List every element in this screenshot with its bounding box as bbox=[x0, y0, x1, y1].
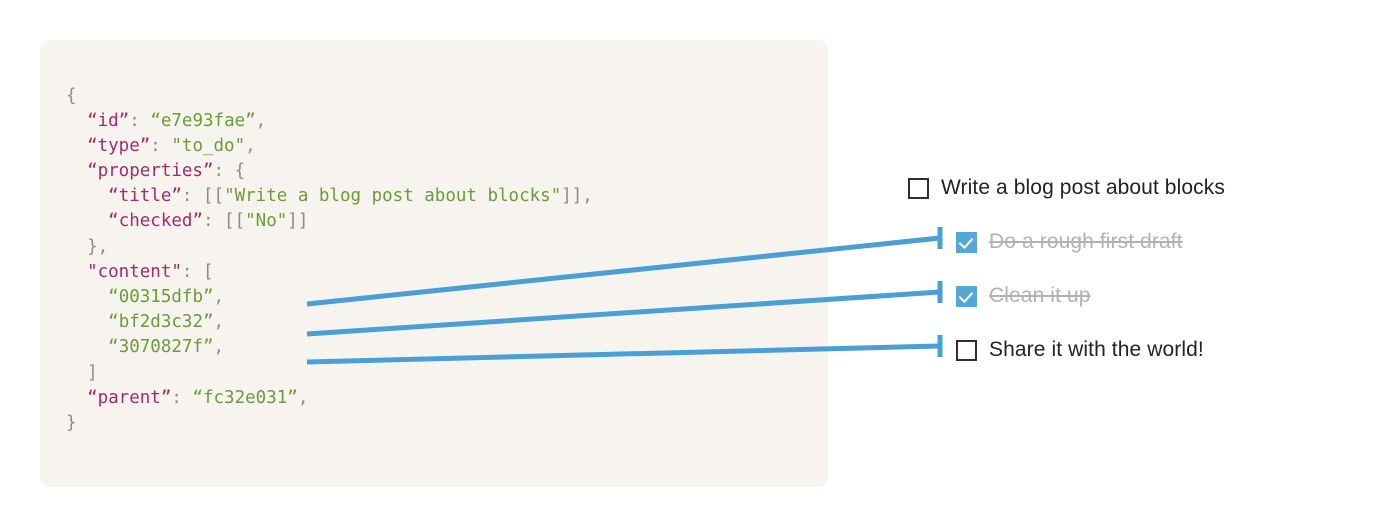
code-line: ] bbox=[66, 361, 593, 386]
code-line: } bbox=[66, 411, 593, 436]
list-item-label: Write a blog post about blocks bbox=[941, 176, 1225, 199]
code-token-punct: : bbox=[171, 387, 193, 408]
code-token-punct: ]] bbox=[287, 211, 309, 232]
json-code-panel: { “id”: “e7e93fae”, “type”: "to_do", “pr… bbox=[40, 40, 828, 487]
code-line: “3070827f”, bbox=[66, 335, 593, 360]
code-token-str: "Write a blog post about blocks" bbox=[224, 186, 562, 207]
code-token-key: “checked” bbox=[108, 211, 203, 232]
code-token-key: “parent” bbox=[87, 387, 172, 408]
code-token-punct: ]], bbox=[561, 186, 593, 207]
code-token-punct: : bbox=[129, 110, 151, 131]
code-token-punct: , bbox=[297, 387, 309, 408]
code-token-str: “fc32e031” bbox=[192, 387, 298, 408]
code-token-punct: : [[ bbox=[202, 211, 246, 232]
code-line: “id”: “e7e93fae”, bbox=[66, 109, 593, 134]
code-line: "content": [ bbox=[66, 260, 593, 285]
list-item[interactable]: Do a rough first draft bbox=[956, 227, 1183, 257]
code-token-punct: { bbox=[66, 85, 77, 106]
code-token-str: “00315dfb” bbox=[108, 287, 214, 307]
code-token-key: "content" bbox=[87, 261, 182, 282]
code-token-punct: , bbox=[213, 337, 225, 358]
code-line: “00315dfb”, bbox=[66, 285, 593, 310]
code-token-key: “title” bbox=[108, 186, 182, 207]
code-token-key: “id” bbox=[87, 110, 130, 131]
code-token-punct: : [ bbox=[181, 261, 214, 282]
code-token-str: "to_do" bbox=[171, 135, 246, 156]
code-token-punct: } bbox=[66, 412, 77, 433]
checkbox-unchecked-icon[interactable] bbox=[908, 177, 929, 199]
code-token-punct: , bbox=[213, 312, 225, 333]
code-token-str: “e7e93fae” bbox=[150, 110, 256, 131]
code-line: “properties”: { bbox=[66, 159, 593, 184]
code-token-punct: , bbox=[255, 110, 267, 131]
code-line: “parent”: “fc32e031”, bbox=[66, 386, 593, 411]
list-item-label: Clean it up bbox=[989, 284, 1091, 307]
code-token-key: “properties” bbox=[87, 161, 214, 182]
code-line: “type”: "to_do", bbox=[66, 134, 593, 159]
code-token-punct: : [[ bbox=[181, 186, 225, 207]
checkbox-checked-icon[interactable] bbox=[956, 231, 977, 253]
code-line: “bf2d3c32”, bbox=[66, 310, 593, 335]
code-token-punct: ] bbox=[87, 362, 98, 383]
code-token-punct: , bbox=[245, 135, 256, 156]
checkbox-unchecked-icon[interactable] bbox=[956, 339, 977, 361]
list-item[interactable]: Share it with the world! bbox=[956, 335, 1204, 365]
checkbox-checked-icon[interactable] bbox=[956, 285, 977, 307]
json-code-block: { “id”: “e7e93fae”, “type”: "to_do", “pr… bbox=[66, 84, 593, 437]
code-line: { bbox=[66, 84, 593, 109]
code-token-punct: , bbox=[213, 287, 225, 307]
code-token-punct: : bbox=[150, 135, 172, 156]
code-line: “checked”: [["No"]] bbox=[66, 209, 593, 234]
code-token-punct: : { bbox=[213, 161, 246, 182]
code-line: “title”: [["Write a blog post about bloc… bbox=[66, 184, 593, 209]
code-token-punct: }, bbox=[87, 236, 109, 257]
code-token-str: “bf2d3c32” bbox=[108, 312, 214, 333]
code-token-str: “3070827f” bbox=[108, 337, 214, 358]
code-token-str: "No" bbox=[245, 211, 288, 232]
list-item-label: Share it with the world! bbox=[989, 338, 1204, 361]
code-line: }, bbox=[66, 235, 593, 260]
list-item-label: Do a rough first draft bbox=[989, 230, 1183, 253]
list-item[interactable]: Write a blog post about blocks bbox=[908, 173, 1225, 203]
code-token-key: “type” bbox=[87, 135, 151, 156]
list-item[interactable]: Clean it up bbox=[956, 281, 1091, 311]
